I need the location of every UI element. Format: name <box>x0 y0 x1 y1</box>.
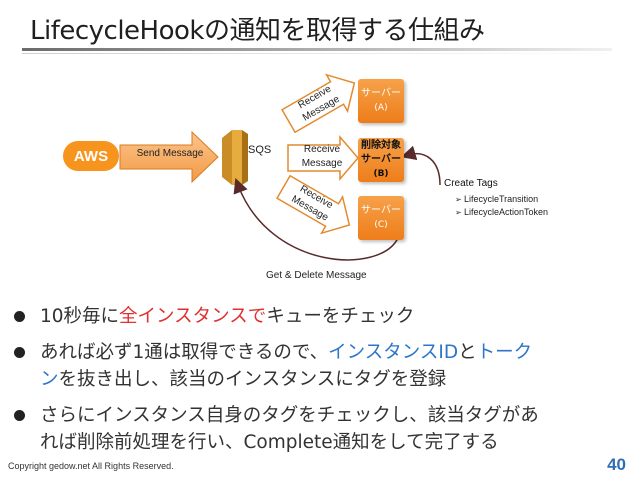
receive-top-arrow <box>281 73 356 134</box>
send-message-label: Send Message <box>136 148 204 159</box>
page-title: LifecycleHookの通知を取得する仕組み <box>30 16 485 46</box>
receive-mid-arrow <box>287 134 359 182</box>
page-number: 40 <box>607 455 626 474</box>
title-underline <box>22 48 612 51</box>
bullet-highlight: 全インスタンスで <box>119 306 267 327</box>
server-c-name: サーバー <box>361 205 401 216</box>
bullet-text: さらにインスタンス自身のタグをチェックし、該当タグがあれば削除前処理を行い、Co… <box>40 405 539 453</box>
tag-item: LifecycleTransition <box>455 193 548 206</box>
send-message-arrow <box>119 130 219 184</box>
bullet-dot-icon <box>14 347 25 358</box>
tag-list: LifecycleTransition LifecycleActionToken <box>455 193 548 219</box>
server-b-target: 削除対象 <box>361 140 401 151</box>
bullet-text: あれば必ず1通は取得できるので、 <box>40 342 329 363</box>
bullet-text: キューをチェック <box>266 306 415 327</box>
server-b-name: サーバー <box>361 154 401 165</box>
get-delete-arrow <box>233 177 399 261</box>
server-c-id: (C) <box>374 220 388 230</box>
bullet-text: と <box>458 342 477 363</box>
server-a: サーバー (A) <box>358 79 404 123</box>
bullet-dot-icon <box>14 410 25 421</box>
server-b-id: (B) <box>373 169 389 179</box>
server-a-name: サーバー <box>361 88 401 99</box>
bullet-item: さらにインスタンス自身のタグをチェックし、該当タグがあれば削除前処理を行い、Co… <box>12 402 627 456</box>
bullet-list: 10秒毎に全インスタンスでキューをチェック あれば必ず1通は取得できるので、イン… <box>12 303 627 465</box>
sqs-icon <box>222 130 248 185</box>
tag-item: LifecycleActionToken <box>455 206 548 219</box>
bullet-text: 10秒毎に <box>40 306 120 327</box>
bullet-item: あれば必ず1通は取得できるので、インスタンスIDとトークンを抜き出し、該当のイン… <box>12 339 627 393</box>
bullet-highlight: トークン <box>40 342 533 390</box>
bullet-highlight: インスタンスID <box>328 342 459 363</box>
server-a-id: (A) <box>374 103 388 113</box>
bullet-text: を抜き出し、該当のインスタンスにタグを登録 <box>58 369 447 390</box>
server-b: 削除対象 サーバー (B) <box>358 138 404 182</box>
get-delete-label: Get & Delete Message <box>266 270 367 281</box>
diagram-shapes <box>119 73 441 261</box>
copyright-text: Copyright gedow.net All Rights Reserved. <box>8 461 174 471</box>
server-c: サーバー (C) <box>358 196 404 240</box>
title-underline-thin <box>22 53 612 54</box>
bullet-dot-icon <box>14 311 25 322</box>
create-tags-label: Create Tags <box>444 178 498 189</box>
receive-bottom-arrow <box>276 174 351 235</box>
aws-logo: AWS <box>63 141 119 171</box>
sqs-label: SQS <box>248 144 272 156</box>
bullet-item: 10秒毎に全インスタンスでキューをチェック <box>12 303 627 330</box>
create-tags-arrow <box>400 145 441 186</box>
